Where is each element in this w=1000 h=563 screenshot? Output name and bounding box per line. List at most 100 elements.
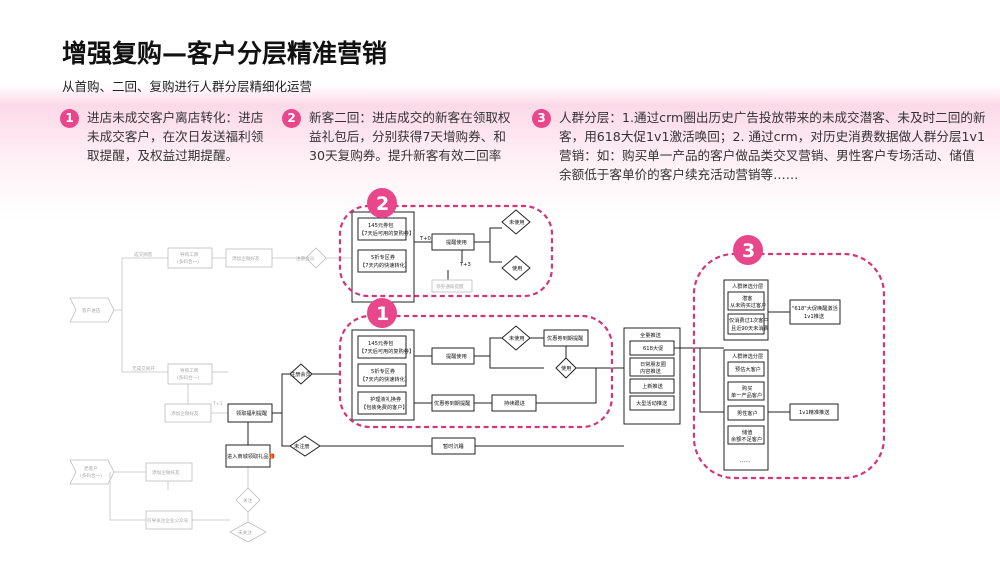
main-flow-lines bbox=[247, 373, 624, 447]
customer-entry-label: 客户进店 bbox=[82, 307, 101, 314]
guide-add-mid-a: 导购工牌 bbox=[180, 367, 199, 374]
not-follow-diamond bbox=[229, 521, 267, 543]
old-customer-sub: (多码合一) bbox=[80, 472, 102, 479]
point-3-number: 3 bbox=[532, 109, 551, 128]
guide-add-box-mid bbox=[167, 363, 213, 385]
add-wecom-bottom: 添加企微好友 bbox=[152, 469, 180, 476]
crowd-bottom-4b: 余额不足客户 bbox=[731, 435, 762, 443]
expire-mid-box bbox=[543, 329, 589, 347]
used-top-label: 使用 bbox=[512, 264, 522, 272]
point-1-number: 1 bbox=[60, 109, 79, 128]
coupon-frame-mid bbox=[351, 329, 415, 421]
have-reg-label: 关注 bbox=[243, 497, 253, 504]
coupon-top-1b: 【7天后可用的复购券】 bbox=[359, 229, 414, 237]
crowd-top-1a: 潜客 bbox=[742, 294, 752, 302]
crowd-top-frame bbox=[723, 279, 769, 341]
crowd-bottom-2b: 单一产品客户 bbox=[731, 391, 762, 399]
page-subtitle: 从首购、二回、复购进行人群分层精细化运营 bbox=[62, 79, 313, 94]
highlight-region-3 bbox=[692, 252, 886, 480]
page-title: 增强复购—客户分层精准营销 bbox=[62, 39, 388, 68]
coupon-top-2 bbox=[357, 249, 407, 273]
big-event-box bbox=[629, 395, 675, 411]
welfare-pack-label: 进入商城领取礼品🎁 bbox=[227, 452, 276, 460]
daily-label: 日常朋友圈 bbox=[640, 360, 666, 368]
remind-mid-box bbox=[431, 347, 475, 365]
welfare-label: 领取福利提醒 bbox=[236, 409, 267, 417]
crowd-bottom-4a: 储值 bbox=[742, 428, 752, 436]
crowd-bottom-4 bbox=[727, 425, 765, 445]
activate-618-box bbox=[789, 299, 841, 325]
daily-label-b: 内容推送 bbox=[640, 367, 662, 375]
t3-label: T+3 bbox=[459, 262, 471, 268]
guide-add-top-a: 导购工牌 bbox=[180, 251, 199, 258]
not-register-label: 未注册 bbox=[294, 442, 310, 450]
badge-1-number: 1 bbox=[376, 303, 389, 325]
remind-top-label: 提醒使用 bbox=[446, 238, 467, 246]
guide-add-top-b: (多码合一) bbox=[177, 258, 199, 265]
crowd-bottom-2a: 购买 bbox=[742, 384, 752, 392]
right-branch-lines bbox=[674, 311, 790, 413]
badge-1-circle bbox=[367, 298, 397, 328]
all-push-frame bbox=[623, 327, 681, 425]
coupon-mid-1b: 【7天后可用的复购券】 bbox=[359, 347, 414, 355]
customer-entry-node bbox=[69, 297, 115, 323]
crowd-bottom-1 bbox=[727, 361, 765, 377]
guide-add-mid-b: (多码合一) bbox=[177, 374, 199, 381]
expire-remind-label: 领券通知提醒 bbox=[436, 283, 464, 290]
crowd-top-1 bbox=[727, 291, 765, 311]
big-event-label: 大型活动推送 bbox=[636, 399, 668, 407]
point-1-text: 进店未成交客户离店转化：进店 未成交客户，在次日发送福利领 取提醒，及权益过期提… bbox=[87, 110, 264, 163]
register-diamond bbox=[289, 363, 313, 385]
tag-a-label: 注册会员 bbox=[296, 255, 315, 262]
coupon-mid-2 bbox=[357, 363, 407, 387]
entry-branch-lines bbox=[114, 257, 306, 404]
coupon-mid-3 bbox=[357, 391, 407, 415]
used-mid-diamond bbox=[555, 357, 577, 379]
badge-2-number: 2 bbox=[376, 193, 389, 215]
crowd-top-2b: 且近90天未消费 bbox=[731, 324, 769, 332]
crowd-top-title: 人群筛选分层 bbox=[732, 282, 763, 290]
coupon-top-2a: 5折专区券 bbox=[371, 253, 396, 261]
push-use-label: 持续跟进 bbox=[504, 399, 525, 407]
activate-618b: 1v1推送 bbox=[804, 312, 825, 320]
t0-label: T+0 bbox=[419, 236, 431, 242]
not-register-diamond bbox=[289, 435, 321, 457]
deal-done-label: 成交顾客 bbox=[134, 251, 153, 258]
coupon-mid-1a: 145元券包 bbox=[368, 339, 393, 347]
expire-remind-box bbox=[431, 279, 473, 293]
old-customer-label: 老客户 bbox=[84, 465, 98, 472]
highlight-region-2 bbox=[338, 204, 554, 298]
used-mid-label: 使用 bbox=[561, 364, 571, 372]
highlight-region-1 bbox=[338, 314, 614, 429]
crowd-bottom-3 bbox=[727, 405, 765, 421]
push-use-box bbox=[491, 394, 537, 412]
point-3-text: 人群分层：1.通过crm圈出历史广告投放带来的未成交潜客、未及时二回的新 客，用… bbox=[559, 110, 986, 182]
remind-mid-label: 提醒使用 bbox=[446, 352, 467, 360]
crowd-bottom-frame bbox=[723, 349, 769, 471]
coupon-top-1a: 145元券包 bbox=[368, 221, 393, 229]
follow-diamond bbox=[235, 487, 261, 513]
crowd-bottom-5-label: …… bbox=[740, 458, 750, 464]
activate-618a: "618"大促唤醒激活 bbox=[792, 304, 838, 312]
unused-mid-label: 未使用 bbox=[509, 334, 525, 342]
add-wecom-box-top bbox=[225, 248, 273, 268]
crowd-bottom-title: 人群筛选分层 bbox=[732, 352, 763, 360]
guide-reg-label: 引导关注企业公众号 bbox=[147, 517, 189, 524]
used-top-diamond bbox=[501, 255, 531, 281]
unused-top-diamond bbox=[501, 209, 531, 235]
point-2-number: 2 bbox=[282, 109, 301, 128]
push-1v1-label: 1v1精准推送 bbox=[799, 408, 830, 416]
crowd-top-2 bbox=[727, 313, 765, 335]
mid-flow-lines bbox=[414, 337, 624, 404]
push-1v1-box bbox=[789, 403, 839, 421]
register-label: 注册会员 bbox=[290, 370, 311, 378]
expire-mid-label: 优惠券到期提醒 bbox=[547, 334, 583, 342]
unused-top-label: 未使用 bbox=[509, 218, 525, 226]
expire-low-box bbox=[431, 394, 475, 412]
silence-box bbox=[431, 437, 476, 455]
point-2-text: 新客二回：进店成交的新客在领取权 益礼包后，分别获得7天增购券、和 30天复购券… bbox=[309, 110, 511, 163]
coupon-mid-1 bbox=[357, 335, 407, 359]
all-push-title: 全量推送 bbox=[640, 331, 662, 339]
expire-low-label: 优惠券到期提醒 bbox=[434, 399, 470, 407]
